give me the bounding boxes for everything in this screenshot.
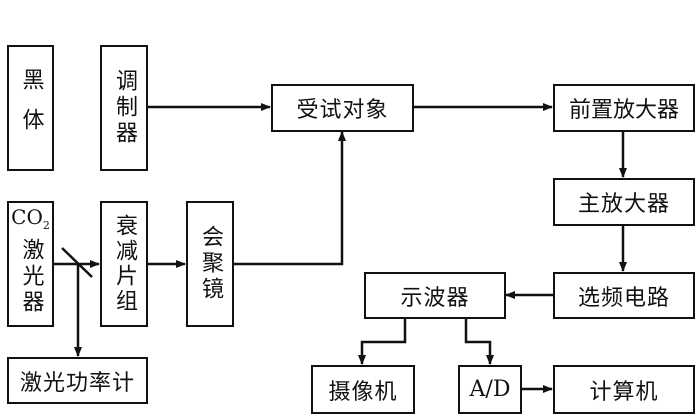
frequency-selector-block: 选频电路 (553, 272, 695, 319)
modulator-block: 调制器 (100, 45, 148, 171)
preamplifier-label: 前置放大器 (568, 98, 679, 123)
computer-label: 计算机 (589, 379, 659, 405)
main-amplifier-label: 主放大器 (577, 192, 670, 217)
computer-block: 计算机 (553, 365, 695, 414)
blackbody-label: 黑体 (18, 68, 44, 148)
attenuator-label: 衰减片组 (112, 214, 137, 314)
blackbody-block: 黑体 (7, 45, 54, 171)
co2-laser-label: 激光器 (18, 238, 44, 316)
arrow-mirror-to-test-object (233, 131, 346, 266)
beam-splitter-mirror (61, 247, 93, 278)
arrow-oscilloscope-to-ad (464, 318, 494, 365)
preamplifier-block: 前置放大器 (553, 84, 695, 132)
ad-converter-block: A/D (458, 365, 522, 414)
converging-mirror-label: 会聚镜 (198, 225, 223, 303)
modulator-label: 调制器 (112, 69, 137, 147)
attenuator-block: 衰减片组 (100, 201, 148, 327)
test-object-block: 受试对象 (271, 84, 414, 132)
frequency-selector-label: 选频电路 (577, 285, 670, 311)
ad-converter-label: A/D (469, 377, 511, 402)
co2-formula: CO2 (11, 205, 50, 238)
co2-subscript: 2 (42, 219, 50, 232)
co2-laser-block: CO2 激光器 (7, 201, 54, 327)
laser-power-meter-label: 激光功率计 (19, 370, 135, 396)
camera-label: 摄像机 (328, 379, 398, 405)
oscilloscope-label: 示波器 (400, 285, 470, 311)
camera-block: 摄像机 (311, 365, 415, 414)
converging-mirror-block: 会聚镜 (186, 201, 234, 327)
co2-text: CO (11, 205, 43, 229)
main-amplifier-block: 主放大器 (553, 178, 695, 226)
test-object-label: 受试对象 (296, 98, 389, 123)
laser-power-meter-block: 激光功率计 (7, 357, 148, 404)
arrow-oscilloscope-to-camera (358, 318, 407, 365)
oscilloscope-block: 示波器 (364, 272, 506, 319)
